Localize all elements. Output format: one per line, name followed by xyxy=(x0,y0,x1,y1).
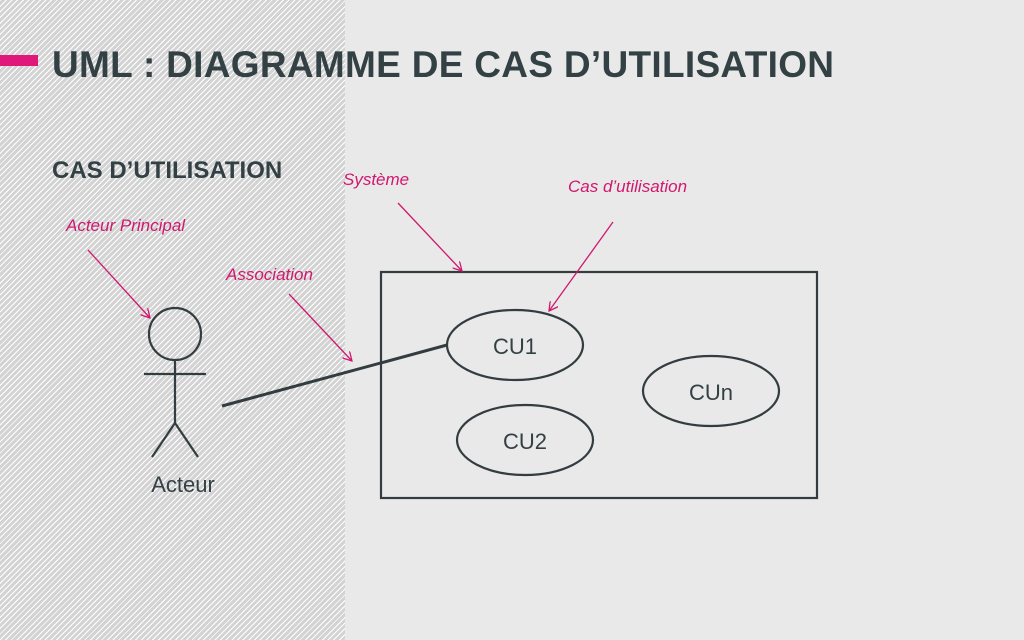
system-boundary xyxy=(379,270,819,500)
use-case-cu1: CU1 xyxy=(445,308,585,382)
accent-bar xyxy=(0,55,38,66)
use-case-ellipse xyxy=(641,354,781,428)
actor-label: Acteur xyxy=(151,472,215,497)
actor-right-leg xyxy=(174,422,199,458)
slide-title: UML : DIAGRAMME DE CAS D’UTILISATION xyxy=(52,44,835,85)
arrow-association xyxy=(288,293,352,361)
annotation-association: Association xyxy=(225,265,313,284)
annotation-systeme: Système xyxy=(343,170,409,189)
hatched-side-panel xyxy=(0,0,345,640)
use-case-cun: CUn xyxy=(641,354,781,428)
use-case-cu2: CU2 xyxy=(455,403,595,477)
actor-figure xyxy=(144,306,206,458)
use-case-label: CU2 xyxy=(503,429,547,454)
association-line xyxy=(221,343,448,408)
use-case-label: CUn xyxy=(689,380,733,405)
actor-head xyxy=(147,306,203,362)
section-subtitle: CAS D’UTILISATION xyxy=(52,157,283,184)
arrow-acteur-principal xyxy=(87,249,150,318)
arrow-systeme xyxy=(397,202,462,271)
actor-left-leg xyxy=(151,422,176,458)
annotation-cas-utilisation: Cas d’utilisation xyxy=(568,177,687,196)
use-case-label: CU1 xyxy=(493,334,537,359)
use-case-ellipse xyxy=(455,403,595,477)
arrow-cas-utilisation xyxy=(549,221,614,311)
annotation-acteur-principal: Acteur Principal xyxy=(65,216,186,235)
